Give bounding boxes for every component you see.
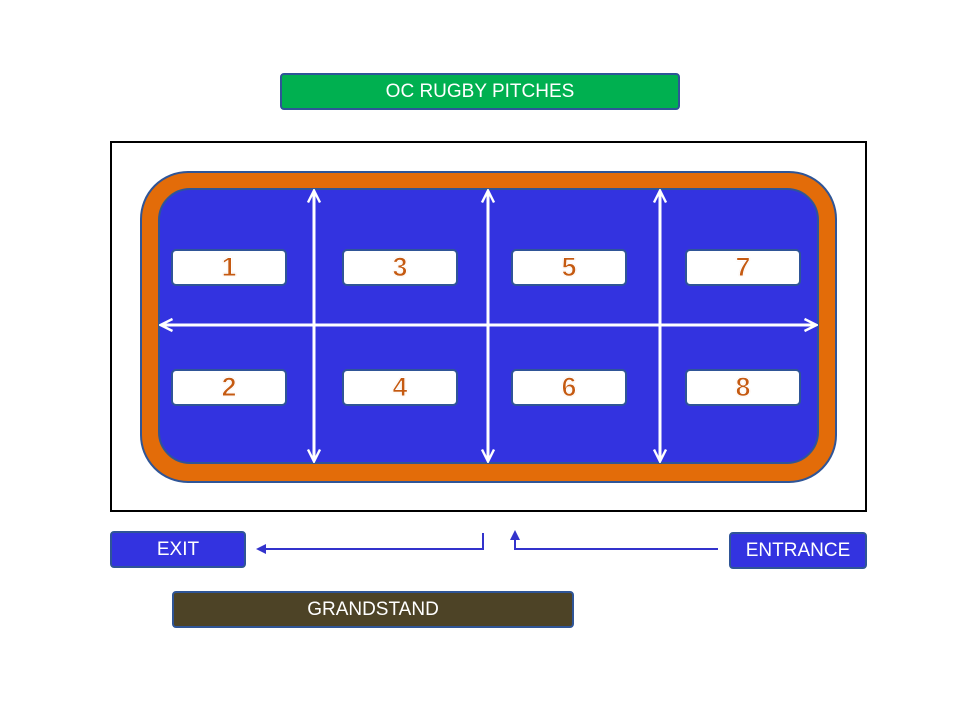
pitch-label-5[interactable]: 5 xyxy=(511,249,627,286)
entrance-label: ENTRANCE xyxy=(745,539,851,561)
exit-path-arrow xyxy=(256,533,484,554)
pitch-label-6[interactable]: 6 xyxy=(511,369,627,406)
entrance-button[interactable]: ENTRANCE xyxy=(729,532,867,569)
pitch-label-4[interactable]: 4 xyxy=(342,369,458,406)
pitch-label-3[interactable]: 3 xyxy=(342,249,458,286)
exit-label: EXIT xyxy=(156,538,200,560)
title-text: OC RUGBY PITCHES xyxy=(385,80,575,102)
entrance-path-arrow xyxy=(510,530,718,550)
pitch-label-7[interactable]: 7 xyxy=(685,249,801,286)
exit-button[interactable]: EXIT xyxy=(110,531,246,568)
grandstand-block: GRANDSTAND xyxy=(172,591,574,628)
grandstand-label: GRANDSTAND xyxy=(307,598,439,620)
pitch-label-2[interactable]: 2 xyxy=(171,369,287,406)
title-banner: OC RUGBY PITCHES xyxy=(280,73,680,110)
field-frame xyxy=(110,141,867,512)
pitch-label-8[interactable]: 8 xyxy=(685,369,801,406)
pitch-label-1[interactable]: 1 xyxy=(171,249,287,286)
